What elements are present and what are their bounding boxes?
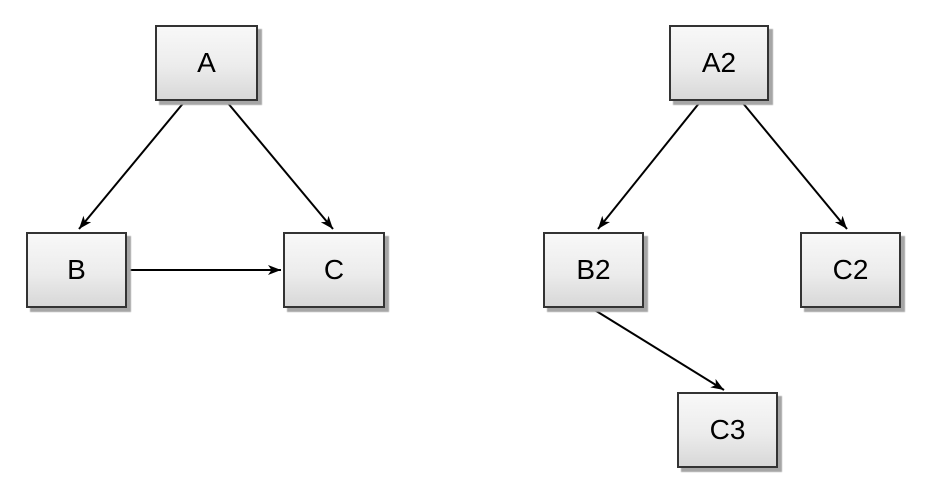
node-c3[interactable]: C3 [677, 392, 778, 468]
node-b[interactable]: B [26, 232, 127, 308]
node-b-label: B [67, 254, 86, 285]
node-b2[interactable]: B2 [543, 232, 644, 308]
node-a2-label: A2 [701, 47, 737, 78]
node-c-label: C [323, 254, 345, 285]
edge-a-to-c[interactable] [226, 101, 334, 230]
node-c2[interactable]: C2 [800, 232, 901, 308]
node-c2-label: C2 [832, 254, 869, 285]
edge-b2-to-c3[interactable] [592, 308, 725, 391]
node-c3-label: C3 [709, 414, 746, 445]
node-b2-label: B2 [576, 254, 611, 285]
node-a2[interactable]: A2 [669, 25, 769, 101]
edge-a-to-b[interactable] [78, 100, 186, 230]
node-a[interactable]: A [155, 25, 258, 101]
node-a-label: A [197, 47, 216, 78]
edge-a2-to-b2[interactable] [597, 101, 701, 230]
node-c[interactable]: C [283, 232, 385, 308]
edge-a2-to-c2[interactable] [741, 101, 848, 230]
